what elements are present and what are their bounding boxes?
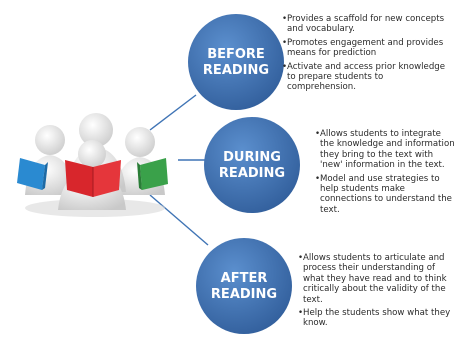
during-bullet-1: Allows students to integrate the knowled…: [315, 129, 457, 171]
stage-during-line1: DURING: [223, 150, 281, 165]
during-bullet-2: Model and use strategies to help student…: [315, 174, 457, 216]
stage-before-line2: READING: [203, 63, 269, 78]
stage-after-line1: AFTER: [221, 271, 268, 286]
stage-before-line1: BEFORE: [207, 47, 265, 62]
stage-during-line2: READING: [219, 166, 285, 181]
before-bullet-2: Promotes engagement and provides means f…: [282, 38, 450, 59]
stage-circle-during: DURING READING: [204, 117, 300, 213]
before-bullet-1: Provides a scaffold for new concepts and…: [282, 14, 450, 35]
after-bullet-1: Allows students to articulate and proces…: [298, 253, 456, 305]
students-reading-illustration: [17, 113, 168, 217]
before-bullet-3: Activate and access prior knowledge to p…: [282, 62, 450, 93]
stage-after-line2: READING: [211, 287, 277, 302]
after-reading-bullets: Allows students to articulate and proces…: [298, 253, 456, 332]
stage-circle-after: AFTER READING: [196, 238, 292, 334]
connector-after: [149, 194, 209, 246]
stage-circle-before: BEFORE READING: [188, 14, 284, 110]
before-reading-bullets: Provides a scaffold for new concepts and…: [282, 14, 450, 96]
after-bullet-2: Help the students show what they know.: [298, 308, 456, 329]
connector-before: [149, 94, 197, 131]
during-reading-bullets: Allows students to integrate the knowled…: [315, 129, 457, 218]
